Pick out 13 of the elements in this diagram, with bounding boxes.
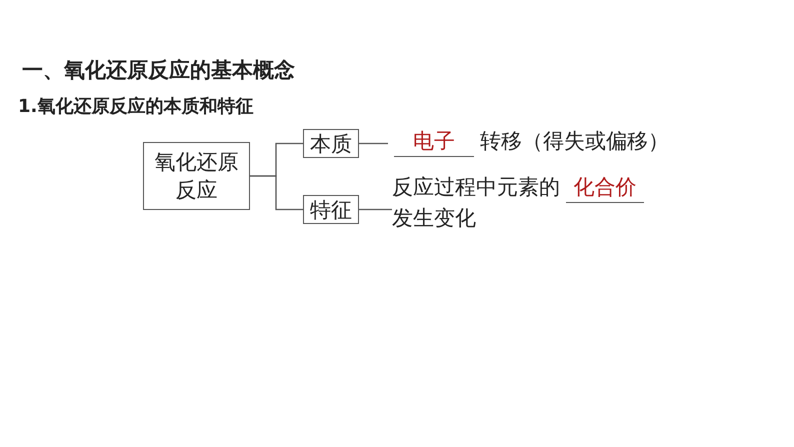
statement-text: 发生变化 [392,205,477,232]
answer-text: 化合价 [566,172,644,203]
connector-line [359,142,388,144]
statement-text: 反应过程中元素的 [392,175,560,199]
category-box: 特征 [303,195,359,224]
concept-box: 氧化还原反应 [143,142,250,210]
subheading: 1.氧化还原反应的本质和特征 [18,95,254,118]
heading: 一、氧化还原反应的基本概念 [22,57,295,84]
category-box: 本质 [303,129,359,158]
connector-line [359,208,392,210]
answer-text: 电子 [394,126,474,157]
connector-line [250,175,303,210]
statement-text: 转移（得失或偏移） [480,129,669,153]
